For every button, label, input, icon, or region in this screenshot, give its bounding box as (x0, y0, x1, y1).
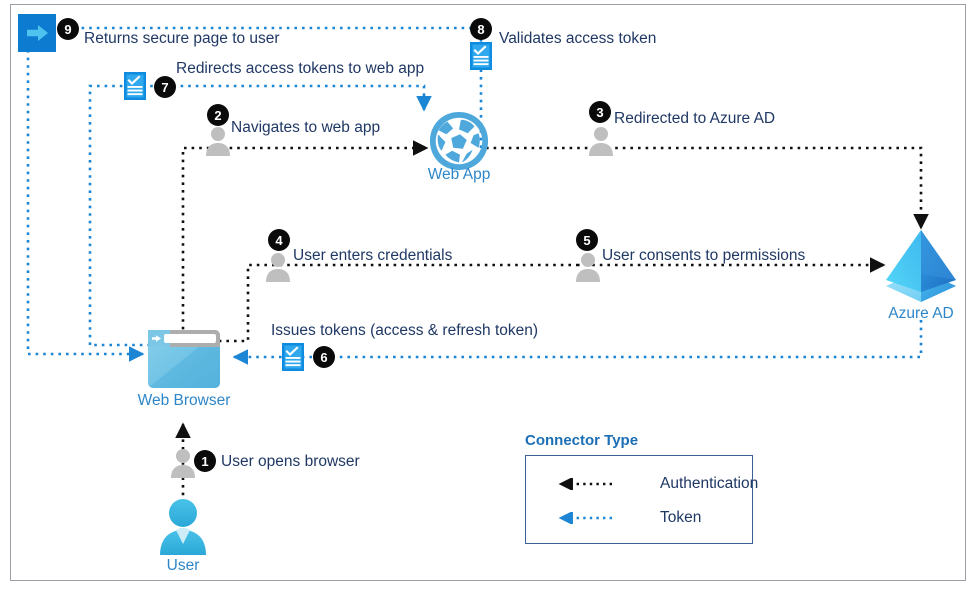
badge-step-3: 3 (589, 101, 611, 123)
node-label-azure-ad: Azure AD (888, 305, 954, 322)
legend-sample-authentication (558, 478, 612, 490)
badge-step-5: 5 (576, 229, 598, 251)
badge-step-7: 7 (154, 76, 176, 98)
token-document-icon-step-6 (282, 343, 304, 371)
user-avatar-icon (160, 499, 206, 555)
person-icon-step-2 (206, 127, 230, 156)
token-document-icon-step-7 (124, 72, 146, 100)
step-label-4: User enters credentials (293, 247, 453, 264)
legend-title: Connector Type (525, 432, 639, 449)
node-label-user: User (166, 557, 200, 574)
globe-icon (429, 111, 489, 171)
token-document-icon-step-8 (470, 42, 492, 70)
node-label-web-app: Web App (427, 166, 491, 183)
badge-step-8: 8 (470, 18, 492, 40)
step-label-6: Issues tokens (access & refresh token) (271, 322, 539, 339)
legend-row-token: Token (548, 504, 701, 532)
badge-step-4: 4 (268, 229, 290, 251)
badge-step-2: 2 (207, 104, 229, 126)
step-label-5: User consents to permissions (602, 247, 806, 264)
browser-window-icon (148, 330, 220, 388)
node-azure-ad[interactable] (884, 228, 958, 309)
step-label-2: Navigates to web app (231, 119, 381, 136)
person-icon-step-1 (171, 449, 195, 478)
legend-box (525, 455, 753, 544)
step-label-8: Validates access token (499, 30, 657, 47)
node-label-web-browser: Web Browser (137, 392, 231, 409)
badge-step-6: 6 (313, 346, 335, 368)
node-user[interactable] (155, 498, 211, 561)
legend-row-authentication: Authentication (548, 470, 758, 498)
step-label-9: Returns secure page to user (84, 30, 280, 47)
person-icon-step-3 (589, 127, 613, 156)
diagram-frame (10, 4, 966, 581)
azure-ad-pyramid-icon (886, 230, 956, 302)
badge-step-1: 1 (194, 450, 216, 472)
legend-label-authentication: Authentication (660, 475, 759, 492)
node-web-app[interactable] (428, 110, 490, 177)
secure-page-icon-step-9 (18, 14, 56, 52)
step-label-7: Redirects access tokens to web app (176, 60, 425, 77)
badge-step-9: 9 (57, 18, 79, 40)
person-icon-step-5 (576, 253, 600, 282)
node-web-browser[interactable] (148, 330, 220, 393)
step-label-1: User opens browser (221, 453, 360, 470)
step-label-3: Redirected to Azure AD (614, 110, 776, 127)
legend-label-token: Token (660, 509, 702, 526)
legend-sample-token (558, 512, 612, 524)
person-icon-step-4 (266, 253, 290, 282)
